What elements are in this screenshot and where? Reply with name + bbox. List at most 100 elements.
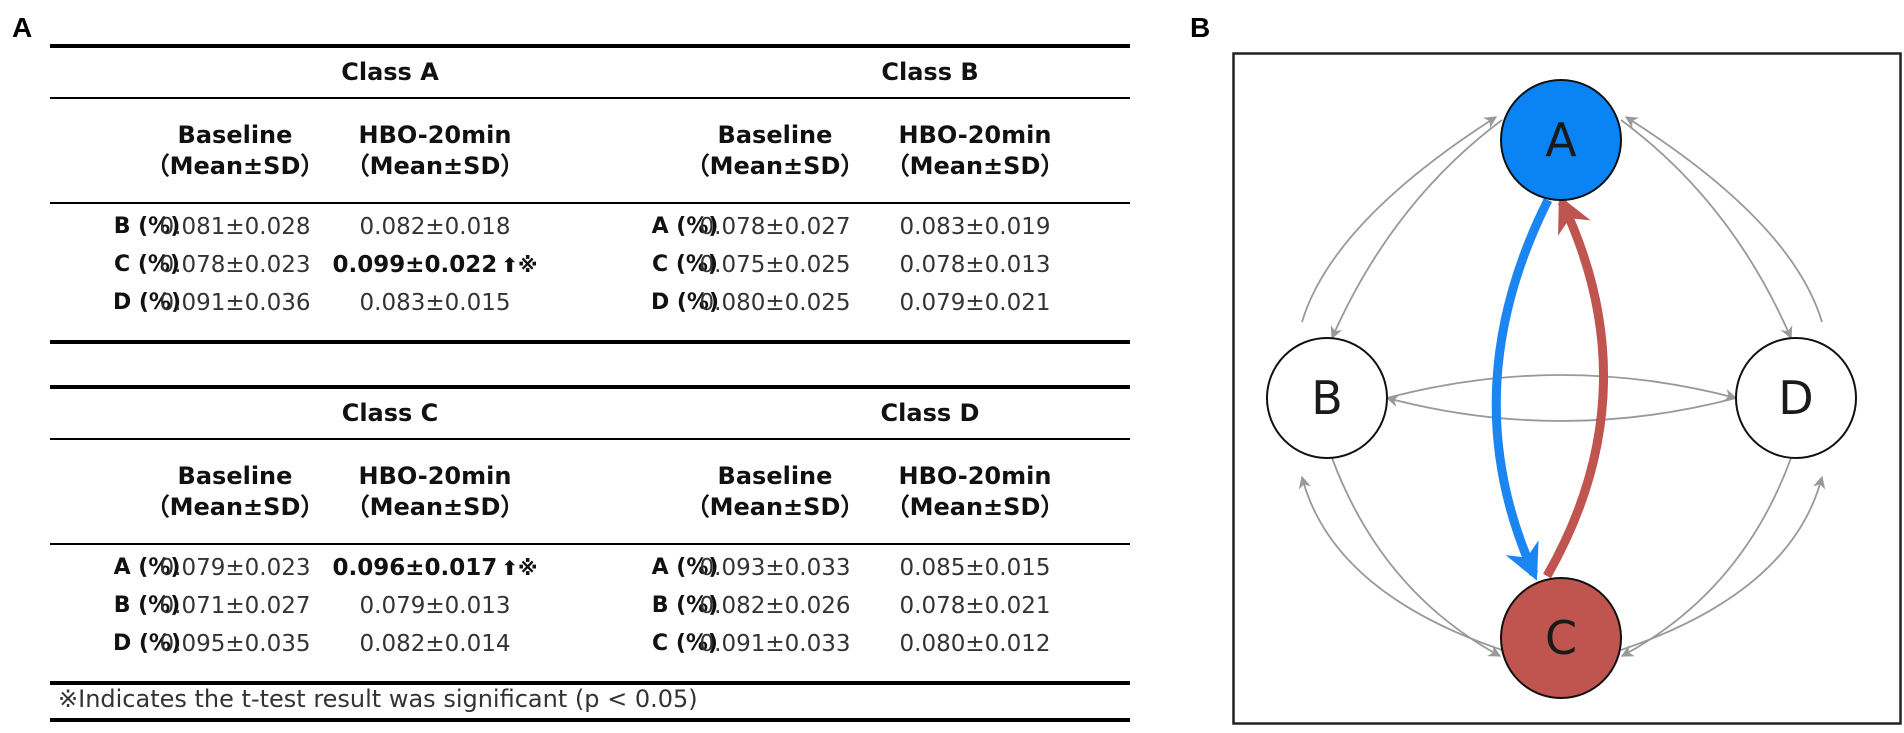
row-label: D (%) [650, 290, 720, 315]
row-label: A (%) [651, 555, 719, 580]
col-header-baseline: Baseline（Mean±SD） [145, 462, 325, 521]
row-label: B (%) [113, 593, 181, 618]
hbo-value-text: 0.082±0.018 [359, 214, 511, 240]
panel-label-b: B [1190, 12, 1211, 43]
hbo-value: 0.083±0.019 [900, 214, 1051, 240]
row-label: D (%) [112, 631, 182, 656]
hbo-value-text: 0.085±0.015 [899, 555, 1051, 581]
table-2: Class C Class D Baseline（Mean±SD） HBO-20… [50, 385, 1130, 725]
hbo-value-text: 0.078±0.021 [899, 593, 1051, 619]
hbo-value-text: 0.079±0.021 [899, 290, 1051, 316]
col-header-hbo: HBO-20min（Mean±SD） [345, 121, 525, 180]
hbo-value-text: 0.080±0.012 [899, 631, 1051, 657]
hbo-value-text: 0.099±0.022 [332, 252, 498, 278]
baseline-value: 0.081±0.028 [159, 214, 311, 240]
hbo-value: 0.079±0.021 [900, 290, 1051, 316]
row-label: A (%) [113, 555, 181, 580]
edge-group [1298, 116, 1826, 657]
baseline-value: 0.078±0.027 [699, 214, 851, 240]
bottom-rule [50, 340, 1130, 344]
mid-rule [50, 438, 1130, 440]
col-header-hbo: HBO-20min（Mean±SD） [345, 462, 525, 521]
hbo-value-text: 0.079±0.013 [359, 593, 511, 619]
col-header-baseline: Baseline（Mean±SD） [685, 462, 865, 521]
node-circle-a [1500, 79, 1622, 201]
class-title-right: Class D [880, 399, 980, 427]
edge-a-to-b [1330, 119, 1503, 340]
hbo-value-text: 0.082±0.014 [359, 631, 511, 657]
class-title-right: Class B [881, 58, 979, 86]
node-label-b: B [1311, 371, 1343, 425]
node-circle-b [1266, 337, 1388, 459]
node-b: B [1266, 337, 1388, 459]
hbo-value: 0.083±0.015 [360, 290, 511, 316]
node-circle-c [1500, 577, 1622, 699]
node-a: A [1500, 79, 1622, 201]
footnote-rule [50, 681, 1130, 685]
top-rule [50, 385, 1130, 389]
hbo-value: 0.078±0.021 [900, 593, 1051, 619]
col-header-baseline: Baseline（Mean±SD） [685, 121, 865, 180]
edge-a-to-d [1620, 119, 1793, 340]
edge-d-to-a [1624, 116, 1823, 323]
panel-label-a: A [12, 12, 33, 43]
baseline-value: 0.080±0.025 [699, 290, 851, 316]
node-group: A B C D [1266, 79, 1857, 699]
highlight-edge-c-to-a [1543, 195, 1608, 579]
node-c: C [1500, 577, 1622, 699]
edge-c-to-d [1620, 475, 1826, 651]
col-header-hbo: HBO-20min（Mean±SD） [885, 121, 1065, 180]
node-circle-d [1735, 337, 1857, 459]
node-label-d: D [1778, 371, 1813, 425]
footnote: ※Indicates the t-test result was signifi… [58, 685, 698, 713]
bottom-rule [50, 718, 1130, 722]
col-header-baseline: Baseline（Mean±SD） [145, 121, 325, 180]
transition-graph: A B C D [1232, 52, 1902, 725]
baseline-value: 0.079±0.023 [159, 555, 311, 581]
row-label: C (%) [652, 631, 718, 656]
node-label-c: C [1545, 611, 1577, 665]
hbo-value: 0.082±0.018 [360, 214, 511, 240]
class-title-left: Class C [341, 399, 439, 427]
row-label: B (%) [113, 214, 181, 239]
baseline-value: 0.091±0.036 [159, 290, 311, 316]
row-label: C (%) [114, 252, 180, 277]
col-header-hbo: HBO-20min（Mean±SD） [885, 462, 1065, 521]
row-label: D (%) [112, 290, 182, 315]
hbo-value: 0.079±0.013 [360, 593, 511, 619]
significance-marker: ⬆※ [501, 253, 538, 277]
baseline-value: 0.091±0.033 [699, 631, 851, 657]
row-label: C (%) [652, 252, 718, 277]
row-label: B (%) [651, 593, 719, 618]
highlight-edge-a-to-c [1491, 197, 1553, 581]
baseline-value: 0.082±0.026 [699, 593, 851, 619]
edge-b-to-a [1301, 116, 1498, 323]
header-rule [50, 202, 1130, 204]
hbo-value: 0.085±0.015 [900, 555, 1051, 581]
hbo-value-text: 0.083±0.015 [359, 290, 511, 316]
hbo-value: 0.082±0.014 [360, 631, 511, 657]
hbo-value-text: 0.096±0.017 [332, 555, 498, 581]
baseline-value: 0.071±0.027 [159, 593, 311, 619]
baseline-value: 0.095±0.035 [159, 631, 311, 657]
baseline-value: 0.078±0.023 [159, 252, 311, 278]
highlight-edge-group [1491, 195, 1608, 581]
node-d: D [1735, 337, 1857, 459]
edge-b-to-d [1386, 374, 1738, 402]
significance-marker: ⬆※ [501, 556, 538, 580]
baseline-value: 0.093±0.033 [699, 555, 851, 581]
table-1: Class A Class B Baseline（Mean±SD） HBO-20… [50, 44, 1130, 344]
node-label-a: A [1545, 113, 1577, 167]
row-label: A (%) [651, 214, 719, 239]
edge-c-to-b [1298, 475, 1503, 651]
hbo-value-significant: 0.099±0.022⬆※ [333, 252, 538, 278]
class-title-left: Class A [341, 58, 439, 86]
mid-rule [50, 97, 1130, 99]
hbo-value-text: 0.083±0.019 [899, 214, 1051, 240]
baseline-value: 0.075±0.025 [699, 252, 851, 278]
hbo-value: 0.080±0.012 [900, 631, 1051, 657]
hbo-value: 0.078±0.013 [900, 252, 1051, 278]
edge-d-to-b [1385, 394, 1737, 422]
hbo-value-text: 0.078±0.013 [899, 252, 1051, 278]
top-rule [50, 44, 1130, 48]
